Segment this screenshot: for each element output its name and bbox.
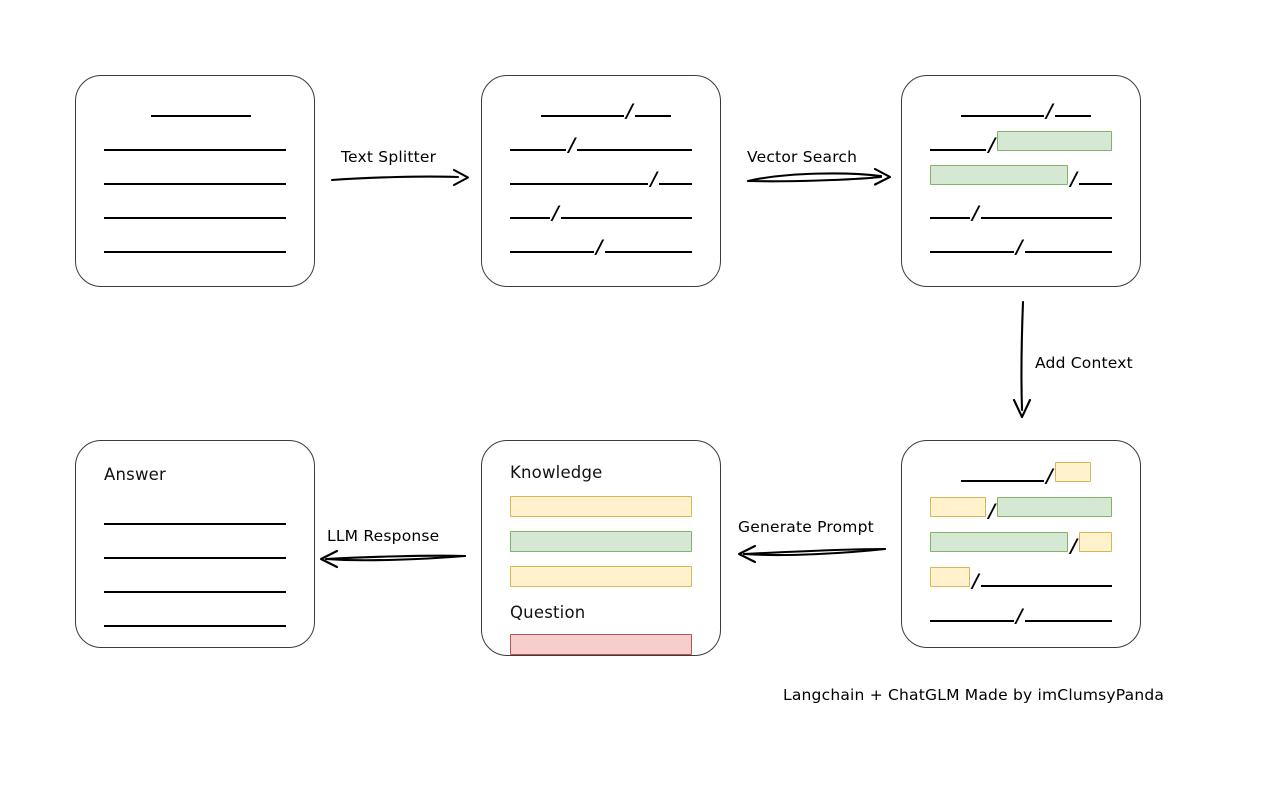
answer-card-title: Answer	[104, 465, 166, 484]
text-line-stroke	[960, 115, 1045, 117]
split-document-card[interactable]: /////	[481, 75, 721, 287]
text-line-stroke	[659, 183, 692, 185]
matched-document-body: /////	[902, 76, 1140, 286]
text-line-stroke	[960, 480, 1045, 482]
source-document-lines	[104, 102, 286, 264]
text-line-stroke	[930, 217, 971, 219]
text-line-stroke	[104, 183, 286, 185]
prompt-bar-green[interactable]	[510, 530, 692, 552]
question-label: Question	[510, 602, 586, 622]
arrow-label-llm-response: LLM Response	[327, 527, 440, 545]
prompt-bar-red[interactable]	[510, 634, 692, 655]
text-line-stroke	[980, 585, 1112, 587]
text-line-stroke	[104, 590, 286, 593]
arrow-add-context	[1012, 300, 1032, 419]
prompt-card[interactable]: Knowledge Question	[481, 440, 721, 656]
highlight-chip-yellow[interactable]	[1054, 462, 1092, 482]
context-document-card[interactable]: /////	[901, 440, 1141, 648]
context-document-lines: /////	[930, 462, 1112, 626]
text-line-stroke	[540, 115, 625, 117]
text-line-stroke	[151, 115, 251, 117]
text-line-stroke	[104, 217, 286, 219]
arrow-llm-response	[319, 549, 467, 569]
text-line-stroke	[560, 217, 692, 219]
text-line-stroke	[510, 149, 567, 151]
arrow-text-splitter	[330, 168, 470, 187]
answer-card-lines	[104, 484, 286, 627]
text-line-stroke	[1024, 620, 1112, 622]
answer-card[interactable]: Answer	[75, 440, 315, 648]
arrow-vector-search	[746, 167, 892, 186]
text-line-stroke	[930, 251, 1014, 253]
source-document-card[interactable]	[75, 75, 315, 287]
arrow-label-text-splitter: Text Splitter	[341, 148, 437, 166]
source-document-body	[76, 76, 314, 286]
highlight-chip-green[interactable]	[997, 497, 1112, 517]
text-line-stroke	[980, 217, 1112, 219]
split-document-body: /////	[482, 76, 720, 286]
arrow-label-add-context: Add Context	[1035, 354, 1133, 372]
highlight-chip-green[interactable]	[930, 532, 1069, 552]
text-line-stroke	[1024, 251, 1112, 253]
text-line-stroke	[1079, 183, 1112, 185]
highlight-chip-yellow[interactable]	[1079, 532, 1112, 552]
question-bars	[510, 634, 692, 655]
text-line-stroke	[104, 624, 286, 627]
highlight-chip-green[interactable]	[930, 165, 1069, 185]
split-document-lines: /////	[510, 102, 692, 264]
footer-credit: Langchain + ChatGLM Made by imClumsyPand…	[783, 686, 1165, 704]
answer-card-body: Answer	[76, 441, 314, 647]
knowledge-label: Knowledge	[510, 463, 603, 482]
matched-document-card[interactable]: /////	[901, 75, 1141, 287]
text-line-stroke	[510, 183, 649, 185]
text-line-stroke	[930, 620, 1014, 622]
prompt-bar-yellow[interactable]	[510, 495, 692, 517]
text-line-stroke	[510, 251, 594, 253]
matched-document-lines: /////	[930, 102, 1112, 264]
arrow-generate-prompt	[737, 544, 887, 564]
highlight-chip-green[interactable]	[997, 131, 1112, 151]
text-line-stroke	[577, 149, 692, 151]
text-line-stroke	[1054, 115, 1092, 117]
text-line-stroke	[634, 115, 672, 117]
knowledge-bars	[510, 495, 692, 587]
text-line-stroke	[930, 149, 987, 151]
arrow-label-vector-search: Vector Search	[747, 148, 858, 166]
context-document-body: /////	[902, 441, 1140, 647]
text-line-stroke	[104, 251, 286, 253]
arrow-label-generate-prompt: Generate Prompt	[738, 518, 874, 536]
prompt-card-body: Knowledge Question	[482, 441, 720, 655]
text-line-stroke	[604, 251, 692, 253]
highlight-chip-yellow[interactable]	[930, 497, 987, 517]
text-line-stroke	[510, 217, 551, 219]
prompt-bar-yellow[interactable]	[510, 565, 692, 587]
highlight-chip-yellow[interactable]	[930, 567, 971, 587]
text-line-stroke	[104, 149, 286, 151]
text-line-stroke	[104, 556, 286, 559]
text-line-stroke	[104, 522, 286, 525]
